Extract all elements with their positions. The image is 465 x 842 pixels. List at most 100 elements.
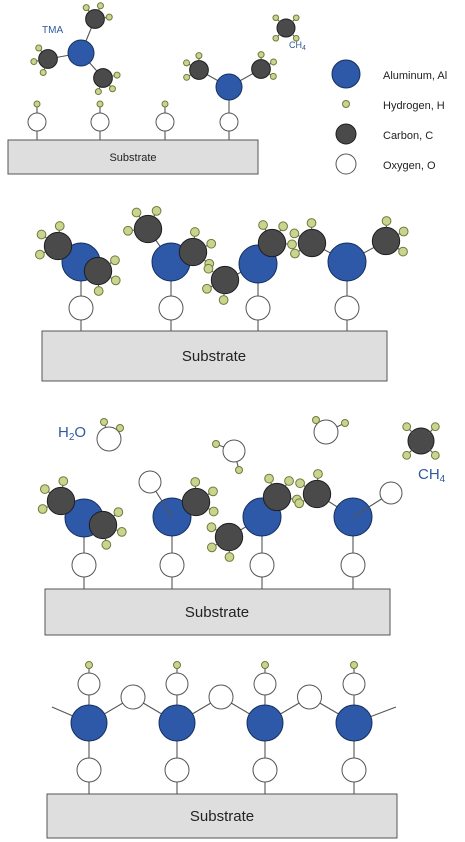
legend-carbon-label: Carbon, C <box>383 130 433 142</box>
hydrogen-atom <box>278 221 289 232</box>
hydrogen-atom <box>85 661 93 669</box>
hydrogen-atom <box>430 422 440 432</box>
hydrogen-atom <box>100 418 108 426</box>
alumina-layer <box>51 661 397 794</box>
hydrogen-atom <box>341 419 349 427</box>
hydrogen-atom <box>202 283 212 294</box>
oxygen-3a <box>71 552 97 578</box>
aluminum-atom <box>327 242 367 282</box>
carbon-atom <box>38 49 58 69</box>
adsorbed-dma-2b <box>123 205 217 296</box>
hydrogen-atom <box>272 34 280 42</box>
oxygen-2c <box>245 295 271 321</box>
hydrogen-atom <box>96 100 104 108</box>
oxygen-atom <box>313 419 339 445</box>
oxygen-atom <box>334 295 360 321</box>
hydrogen-atom <box>108 85 116 93</box>
oxygen-atom <box>335 153 357 175</box>
hydrogen-atom <box>116 424 124 432</box>
carbon-atom <box>302 479 332 509</box>
adsorbed-dma-1 <box>183 51 278 132</box>
oxygen-atom <box>165 672 189 696</box>
hydrogen-atom <box>35 44 43 52</box>
substrate-label-3: Substrate <box>185 604 249 621</box>
hydrogen-atom <box>430 450 440 460</box>
hydrogen-atom <box>96 2 104 10</box>
surface-oh-2 <box>90 100 110 140</box>
oxygen-atom <box>155 112 175 132</box>
adsorbed-dma-2c <box>202 220 297 305</box>
hydrogen-atom <box>218 295 229 305</box>
oxygen-atom <box>27 112 47 132</box>
hydrogen-atom <box>116 527 127 537</box>
hydrogen-atom <box>39 69 47 77</box>
hydrogen-atom <box>54 221 65 231</box>
oxygen-3d-top <box>379 481 403 505</box>
panel-2: Substrate <box>34 205 409 382</box>
carbon-atom <box>178 237 208 267</box>
carbon-atom <box>133 214 163 244</box>
substrate-label-2: Substrate <box>182 348 246 365</box>
carbon-atom <box>257 228 287 258</box>
hydrogen-atom <box>94 88 102 96</box>
legend-aluminum-label: Aluminum, Al <box>383 70 447 82</box>
tma-molecule <box>30 2 121 96</box>
hydrogen-atom <box>33 100 41 108</box>
hydrogen-atom <box>258 220 268 230</box>
oxygen-atom <box>120 684 146 710</box>
hydrogen-atom <box>402 450 412 460</box>
hydrogen-atom <box>287 239 297 250</box>
aluminum-atom <box>70 704 108 742</box>
reacting-dma-3c <box>206 473 302 562</box>
hydrogen-atom <box>110 275 121 286</box>
hydrogen-atom <box>398 246 408 257</box>
hydrogen-atom <box>151 205 162 216</box>
hydrogen-atom <box>105 13 113 21</box>
hydrogen-atom <box>235 466 243 474</box>
carbon-atom <box>93 68 113 88</box>
hydrogen-atom <box>208 486 218 497</box>
legend: Aluminum, Al Hydrogen, H Carbon, C Oxyge… <box>331 59 447 175</box>
hydrogen-atom <box>272 14 280 22</box>
hydrogen-atom <box>34 249 45 260</box>
hydrogen-atom <box>183 59 191 67</box>
oxygen-atom <box>90 112 110 132</box>
adsorbed-dma-2d <box>289 216 409 296</box>
legend-oxygen-label: Oxygen, O <box>383 160 436 172</box>
legend-hydrogen-label: Hydrogen, H <box>383 100 445 112</box>
oxygen-3b <box>159 552 185 578</box>
aluminum-atom <box>215 73 243 101</box>
hydrogen-atom <box>398 226 409 237</box>
hydrogen-atom <box>342 100 350 108</box>
carbon-atom <box>46 486 76 516</box>
adsorbed-dma-2a <box>34 221 121 296</box>
ch4-label-2: CH4 <box>418 466 446 485</box>
hydrogen-atom <box>270 58 278 66</box>
hydrogen-atom <box>292 14 300 22</box>
oxygen-atom <box>222 439 246 463</box>
substrate-label-4: Substrate <box>190 808 254 825</box>
reacting-dma-3a <box>37 476 127 553</box>
carbon-atom <box>297 228 327 258</box>
hydrogen-atom <box>269 72 277 80</box>
hydrogen-atom <box>257 51 265 59</box>
hydrogen-atom <box>101 539 112 550</box>
oxygen-atom <box>341 757 367 783</box>
carbon-atom <box>214 522 244 552</box>
oxygen-atom <box>297 684 322 710</box>
oxygen-atom <box>68 295 94 321</box>
oxygen-atom <box>71 552 97 578</box>
reacting-dma-3d <box>294 469 373 553</box>
hydrogen-atom <box>190 227 200 237</box>
oxygen-atom <box>340 552 366 578</box>
substrate-4 <box>46 793 398 839</box>
aluminum-atom <box>331 59 361 89</box>
carbon-atom <box>83 256 113 286</box>
hydrogen-atom <box>190 477 201 487</box>
hydrogen-atom <box>58 476 69 486</box>
aluminum-atom <box>67 39 95 67</box>
hydrogen-atom <box>110 255 120 266</box>
ch4-label-1: CH4 <box>289 40 306 52</box>
carbon-atom <box>85 9 105 29</box>
